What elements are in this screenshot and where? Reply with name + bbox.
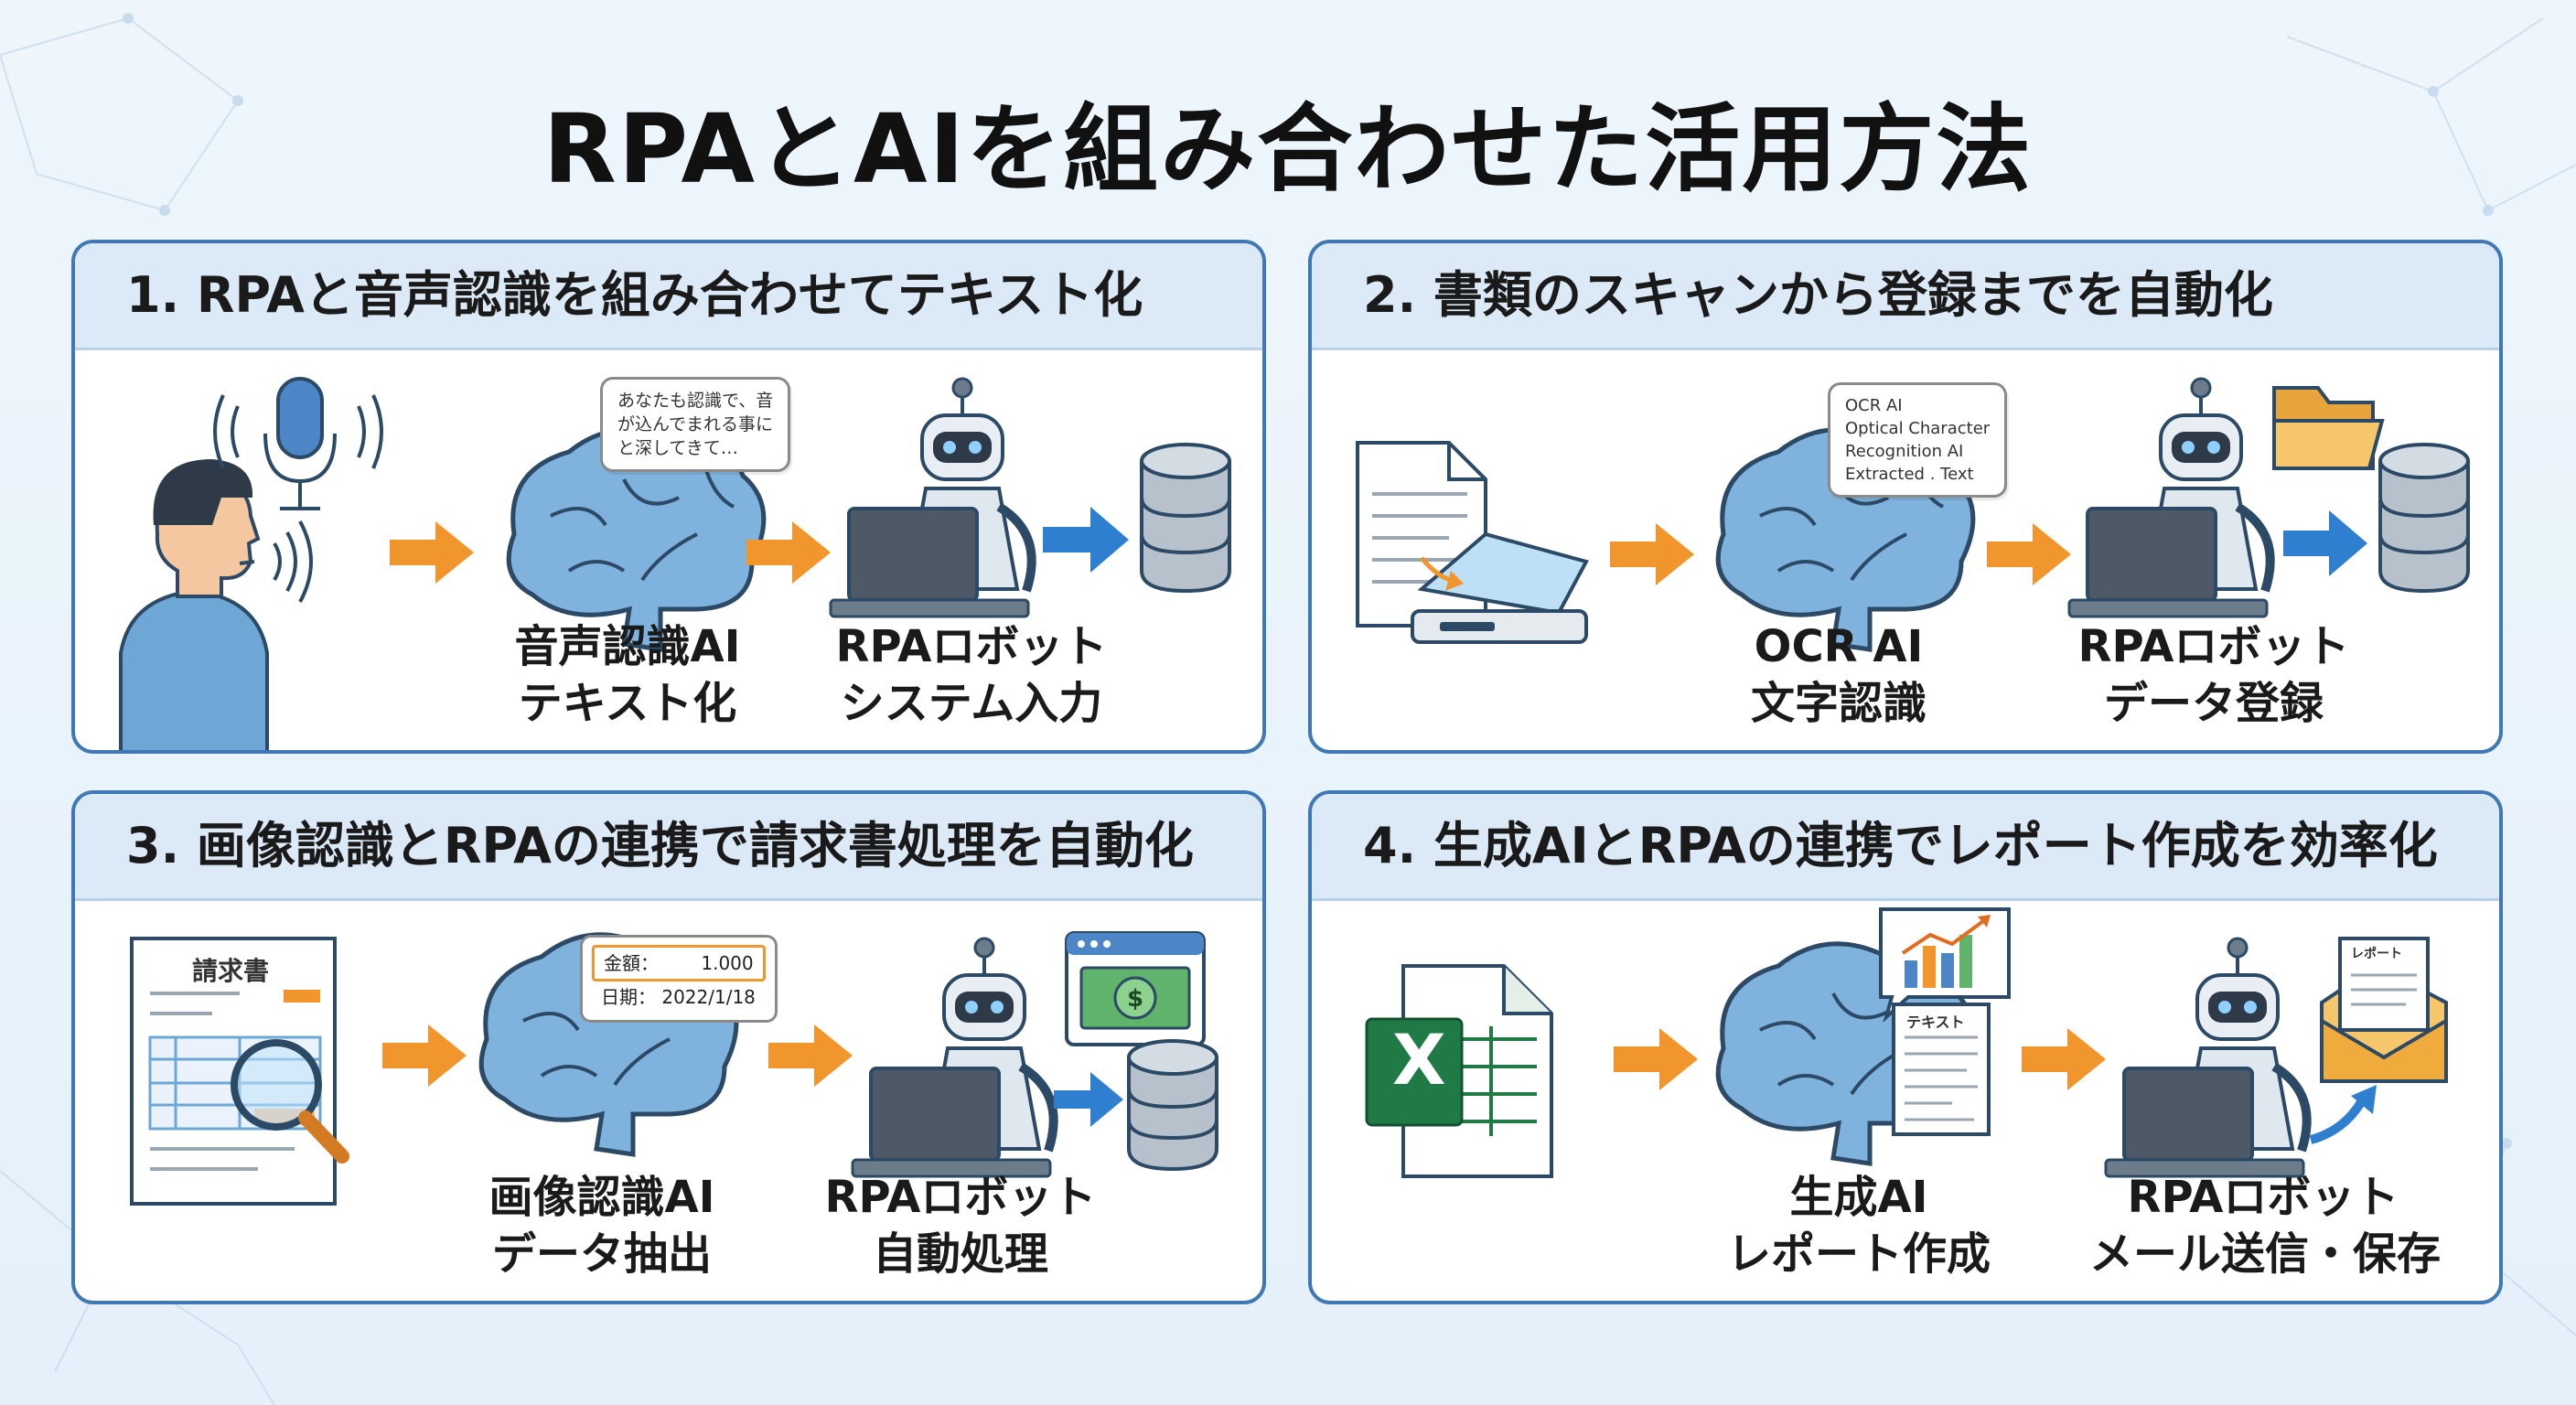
panel-heading: 4. 生成AIとRPAの連携でレポート作成を効率化 [1312, 794, 2499, 901]
arrow-right-icon [1043, 507, 1129, 573]
bubble-line: Extracted . Text [1845, 465, 1974, 484]
arrow-right-icon [1614, 1028, 1698, 1090]
step-label-rpa: RPAロボット 自動処理 [823, 1169, 1098, 1282]
label-line: RPAロボット [824, 1172, 1097, 1223]
panel-report-generation: 4. 生成AIとRPAの連携でレポート作成を効率化 [1308, 790, 2503, 1304]
panel-heading: 3. 画像認識とRPAの連携で請求書処理を自動化 [75, 794, 1262, 901]
arrow-right-icon [1054, 1072, 1123, 1127]
panel-heading: 1. RPAと音声認識を組み合わせてテキスト化 [75, 243, 1262, 350]
step-label-ai: 生成AI レポート作成 [1722, 1169, 1996, 1282]
note-title: テキスト [1906, 1014, 1965, 1031]
arrow-right-icon [768, 1024, 853, 1087]
panel-invoice-processing: 3. 画像認識とRPAの連携で請求書処理を自動化 [71, 790, 1266, 1304]
bubble-line: が込んでまれる事に [617, 414, 774, 434]
date-value: 2022/1/18 [661, 986, 756, 1008]
label-line: システム入力 [840, 678, 1103, 729]
label-line: 生成AI [1789, 1172, 1928, 1223]
label-line: RPAロボット [835, 621, 1108, 672]
label-line: テキスト化 [518, 678, 737, 729]
bubble-line: Optical Character [1845, 419, 1991, 438]
extracted-data-bubble: 金額： 1.000 日期： 2022/1/18 [580, 935, 778, 1023]
amount-value: 1.000 [701, 952, 754, 974]
bubble-line: Recognition AI [1845, 442, 1964, 461]
voice-wave-icon [213, 394, 383, 603]
label-line: RPAロボット [2127, 1172, 2399, 1223]
date-row: 日期： 2022/1/18 [592, 981, 766, 1013]
robot-computer-icon [2067, 377, 2275, 618]
robot-computer-icon [829, 377, 1036, 618]
robot-computer-icon [851, 937, 1058, 1178]
label-line: 画像認識AI [488, 1172, 715, 1223]
svg-text:$: $ [1127, 985, 1143, 1013]
label-line: RPAロボット [2077, 621, 2350, 672]
step-label-ai: 音声認識AI テキスト化 [490, 618, 765, 732]
send-arrow-icon [2309, 1095, 2368, 1144]
label-line: レポート作成 [1726, 1228, 1991, 1280]
arrow-right-icon [390, 521, 474, 584]
bubble-line: OCR AI [1845, 396, 1903, 415]
database-icon [1127, 1039, 1218, 1172]
person-speaking-icon [119, 459, 269, 750]
label-line: 文字認識 [1750, 678, 1927, 729]
magnifier-icon [231, 1039, 349, 1164]
label-line: データ登録 [2103, 678, 2324, 729]
money-window-icon: $ [1065, 931, 1206, 1046]
arrow-right-icon [382, 1024, 467, 1087]
page-title: RPAとAIを組み合わせた活用方法 [542, 93, 2034, 205]
panel-document-scan: 2. 書類のスキャンから登録までを自動化 [1308, 240, 2503, 754]
speech-bubble: あなたも認識で、音 が込んでまれる事に と深してきて… [600, 377, 791, 472]
report-title: レポート [2351, 947, 2402, 961]
label-line: データ抽出 [491, 1228, 712, 1280]
database-icon [1140, 443, 1231, 594]
folder-icon [2272, 386, 2385, 470]
label-line: OCR AI [1754, 621, 1924, 672]
label-line: メール送信・保存 [2089, 1228, 2442, 1280]
bubble-line: と深してきて… [617, 438, 738, 458]
database-icon [2378, 443, 2470, 594]
arrow-right-icon [1610, 523, 1694, 585]
panel-heading: 2. 書類のスキャンから登録までを自動化 [1312, 243, 2499, 350]
label-line: 音声認識AI [514, 621, 741, 672]
panel-voice-recognition: 1. RPAと音声認識を組み合わせてテキスト化 [71, 240, 1266, 754]
step-label-ai: 画像認識AI データ抽出 [465, 1169, 739, 1282]
microphone-icon [263, 377, 337, 510]
step-label-rpa: RPAロボット データ登録 [2077, 618, 2351, 732]
send-arrow-head-icon [2351, 1085, 2377, 1114]
bubble-line: あなたも認識で、音 [617, 391, 774, 411]
label-line: 自動処理 [872, 1228, 1048, 1280]
arrow-right-icon [2022, 1028, 2106, 1090]
step-label-rpa: RPAロボット システム入力 [834, 618, 1109, 732]
step-label-rpa: RPAロボット メール送信・保存 [2089, 1169, 2442, 1282]
arrow-right-icon [746, 521, 831, 584]
arrow-right-icon [2283, 510, 2367, 576]
invoice-title: 請求書 [192, 956, 270, 986]
arrow-right-icon [1987, 523, 2071, 585]
envelope-report-icon [2320, 937, 2448, 1083]
text-note-icon [1892, 1003, 1991, 1136]
brain-icon [506, 427, 767, 652]
robot-computer-icon [2104, 937, 2312, 1178]
excel-letter: X [1392, 1019, 1446, 1100]
date-label: 日期： [601, 986, 656, 1008]
step-label-ai: OCR AI 文字認識 [1701, 618, 1976, 732]
amount-row: 金額： 1.000 [592, 945, 766, 981]
amount-label: 金額： [604, 952, 659, 974]
ocr-bubble: OCR AI Optical Character Recognition AI … [1828, 382, 2008, 498]
scanner-icon [1411, 531, 1589, 644]
excel-icon [1365, 964, 1553, 1178]
